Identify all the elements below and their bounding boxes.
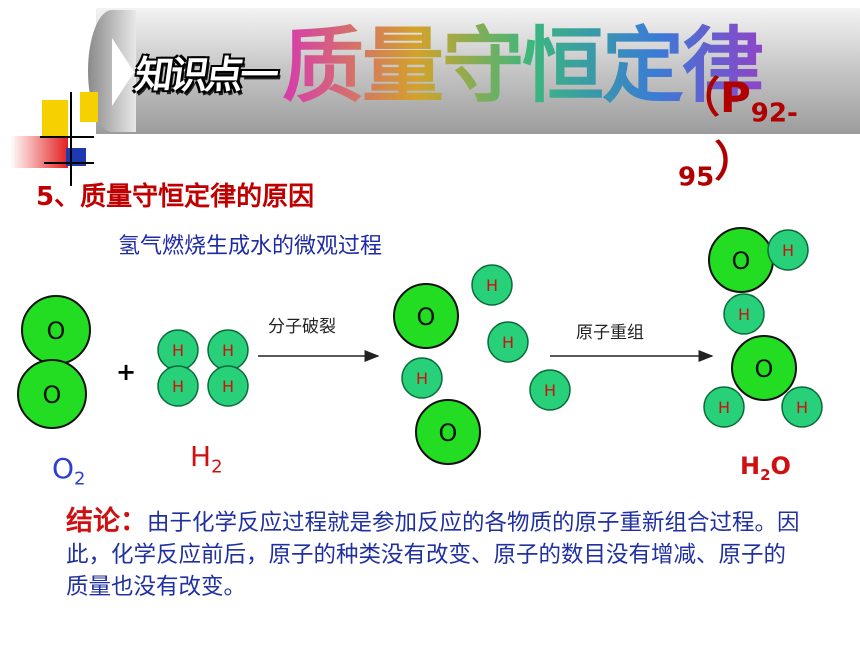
hydrogen-symbol: H <box>172 377 184 396</box>
plus-sign: + <box>116 358 137 386</box>
oxygen-atom <box>393 283 459 349</box>
h2-molecules: H H H H <box>157 329 249 407</box>
section-title: 5、质量守恒定律的原因 <box>36 182 315 212</box>
hydrogen-symbol: H <box>738 305 750 324</box>
hydrogen-atom <box>723 293 765 335</box>
h2-label: H2 <box>190 440 223 478</box>
oxygen-symbol: O <box>732 247 751 275</box>
hydrogen-atom <box>487 321 529 363</box>
conclusion-text: 由于化学反应过程就是参加反应的各物质的原子重新组合过程。因此，化学反应前后，原子… <box>66 510 800 600</box>
deco-line <box>70 92 72 186</box>
hydrogen-atom <box>767 229 809 271</box>
o2-subscript: 2 <box>74 468 86 490</box>
hydrogen-symbol: H <box>796 398 808 417</box>
hydrogen-symbol: H <box>502 333 514 352</box>
h2o-h: H <box>740 452 761 480</box>
oxygen-symbol: O <box>47 317 66 345</box>
hydrogen-symbol: H <box>486 276 498 295</box>
banner-arrowhead-icon <box>112 38 134 106</box>
step2-label: 原子重组 <box>576 323 644 343</box>
hydrogen-symbol: H <box>782 241 794 260</box>
oxygen-symbol: O <box>417 303 436 331</box>
page-ref-open: （P <box>678 73 751 122</box>
page-title: 质量守恒定律 <box>282 18 764 114</box>
hydrogen-symbol: H <box>416 369 428 388</box>
conclusion-label: 结论： <box>66 506 147 537</box>
h2o-o: O <box>770 452 791 480</box>
oxygen-atom <box>415 399 481 465</box>
o2-symbol: O <box>52 452 75 485</box>
hydrogen-atom <box>401 357 443 399</box>
hydrogen-symbol: H <box>222 377 234 396</box>
hydrogen-atom <box>157 365 199 407</box>
title-banner <box>96 8 860 134</box>
hydrogen-symbol: H <box>222 341 234 360</box>
h2-subscript: 2 <box>211 456 223 478</box>
h2o-label: H2O <box>740 452 791 484</box>
hydrogen-symbol: H <box>172 341 184 360</box>
hydrogen-symbol: H <box>544 381 556 400</box>
deco-line <box>40 136 94 138</box>
water-molecule: O H H <box>708 227 809 335</box>
page-ref-close: ） <box>714 137 757 187</box>
deco-square <box>80 92 98 122</box>
oxygen-symbol: O <box>755 355 774 383</box>
page-reference: （P92-95） <box>678 64 860 193</box>
water-molecule: O H H <box>703 335 823 428</box>
oxygen-atom <box>17 359 87 429</box>
hydrogen-symbol: H <box>718 398 730 417</box>
oxygen-symbol: O <box>43 381 62 409</box>
deco-square <box>42 100 68 136</box>
oxygen-symbol: O <box>439 419 458 447</box>
o2-label: O2 <box>52 452 86 490</box>
diagram-subtitle: 氢气燃烧生成水的微观过程 <box>118 234 383 259</box>
page-ref-pages: 92-95 <box>678 98 798 193</box>
hydrogen-atom <box>207 365 249 407</box>
hydrogen-atom <box>703 386 745 428</box>
hydrogen-atom <box>471 264 513 306</box>
hydrogen-atom <box>529 369 571 411</box>
oxygen-atom <box>731 335 797 401</box>
o2-molecule: O O <box>17 295 91 429</box>
h2o-subscript: 2 <box>760 465 771 484</box>
h2-symbol: H <box>190 440 212 473</box>
separated-atoms: O O H H H H <box>393 264 571 465</box>
deco-line <box>44 162 94 164</box>
hydrogen-atom <box>781 386 823 428</box>
step1-label: 分子破裂 <box>268 317 336 337</box>
conclusion: 结论：由于化学反应过程就是参加反应的各物质的原子重新组合过程。因此，化学反应前后… <box>66 506 806 603</box>
